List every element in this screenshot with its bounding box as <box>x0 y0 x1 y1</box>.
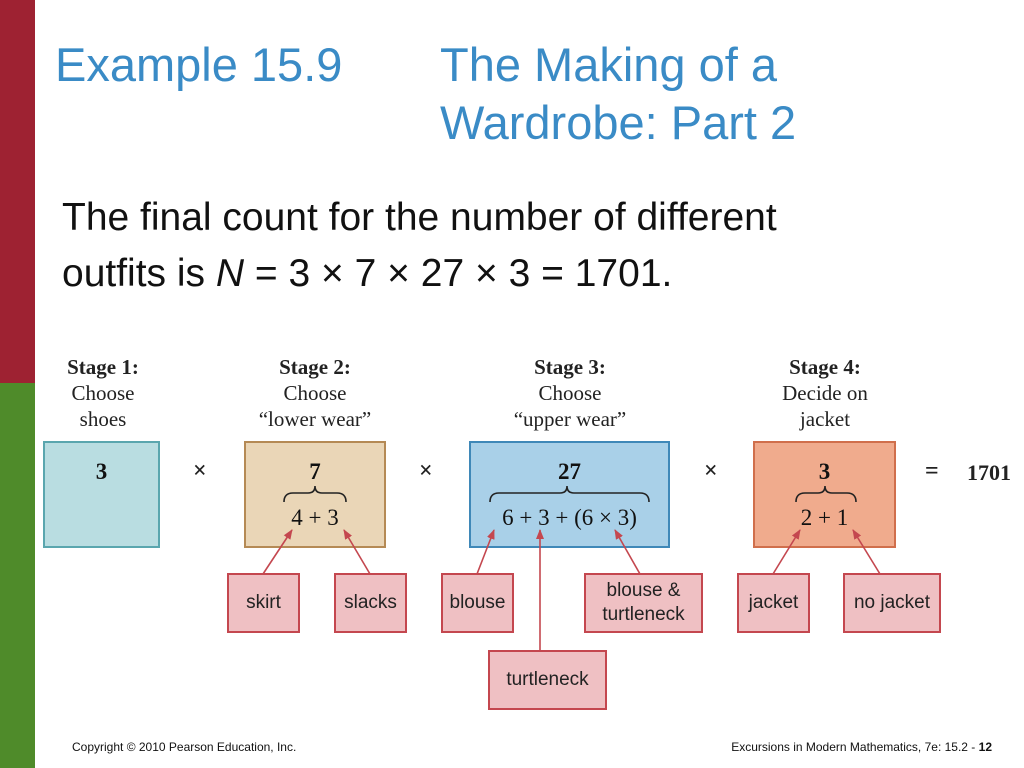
arrow-no-jacket <box>852 529 881 575</box>
stage-2-label: Stage 2: Choose “lower wear” <box>235 354 395 432</box>
arrow-slacks <box>343 529 371 575</box>
stage-2-expr: 4 + 3 <box>291 505 339 530</box>
stage-1-value: 3 <box>95 459 108 484</box>
body-prefix: outfits is <box>62 252 216 295</box>
stage-2-line1: Choose <box>283 381 347 405</box>
stage-3-value: 27 <box>558 459 581 484</box>
slide-title-topic: The Making of a Wardrobe: Part 2 <box>440 36 920 152</box>
item-blouse: blouse <box>441 573 514 633</box>
stage-4-line1: Decide on <box>782 381 868 405</box>
stage-1-line2: shoes <box>79 407 127 431</box>
stage-4-heading: Stage 4: <box>789 355 861 379</box>
slide-title-example: Example 15.9 <box>55 38 343 91</box>
stage-3-line1: Choose <box>538 381 602 405</box>
item-skirt: skirt <box>227 573 300 633</box>
stage-2-line2: “lower wear” <box>258 407 372 431</box>
item-jacket: jacket <box>737 573 810 633</box>
equals-operator: = <box>925 458 939 484</box>
stage-4-label: Stage 4: Decide on jacket <box>755 354 895 432</box>
total-value: 1701 <box>967 460 1011 485</box>
item-slacks: slacks <box>334 573 407 633</box>
arrow-blouse-turtleneck <box>614 529 641 575</box>
side-bar-green <box>0 383 35 768</box>
item-blouse-turtleneck-line1: blouse & <box>606 580 681 601</box>
title-line-2: Wardrobe: Part 2 <box>440 96 797 149</box>
body-line-2: outfits is N = 3 × 7 × 27 × 3 = 1701. <box>62 246 962 302</box>
stage-3-label: Stage 3: Choose “upper wear” <box>480 354 660 432</box>
stage-3-line2: “upper wear” <box>513 407 627 431</box>
body-line-1: The final count for the number of differ… <box>62 196 777 239</box>
times-operator-1: × <box>193 458 207 484</box>
brace-stage-4 <box>795 485 857 503</box>
stage-4-value: 3 <box>818 459 831 484</box>
times-operator-3: × <box>704 458 718 484</box>
stage-3-expr: 6 + 3 + (6 × 3) <box>502 505 637 530</box>
stage-2-heading: Stage 2: <box>279 355 351 379</box>
stage-1-label: Stage 1: Choose shoes <box>48 354 158 432</box>
brace-stage-2 <box>283 485 347 503</box>
side-bar-red <box>0 0 35 383</box>
stage-2-box: 7 4 + 3 <box>244 441 386 548</box>
stage-1-line1: Choose <box>71 381 135 405</box>
footer-source-text: Excursions in Modern Mathematics, 7e: 15… <box>731 740 979 754</box>
brace-stage-3 <box>489 485 650 503</box>
stage-1-heading: Stage 1: <box>67 355 139 379</box>
stage-4-line2: jacket <box>799 407 851 431</box>
stage-2-value: 7 <box>309 459 321 484</box>
stage-1-box: 3 <box>43 441 160 548</box>
item-blouse-turtleneck-line2: turtleneck <box>602 604 685 625</box>
stage-4-box: 3 2 + 1 <box>753 441 896 548</box>
arrow-jacket <box>772 529 801 575</box>
footer-page-number: 12 <box>978 740 992 754</box>
variable-n: N <box>215 252 245 295</box>
item-no-jacket: no jacket <box>843 573 941 633</box>
footer-source: Excursions in Modern Mathematics, 7e: 15… <box>731 740 992 754</box>
arrow-skirt <box>262 529 293 575</box>
item-turtleneck: turtleneck <box>488 650 607 710</box>
stage-3-heading: Stage 3: <box>534 355 606 379</box>
footer-copyright: Copyright © 2010 Pearson Education, Inc. <box>72 740 297 754</box>
times-operator-2: × <box>419 458 433 484</box>
body-text: The final count for the number of differ… <box>62 190 962 302</box>
body-equation: = 3 × 7 × 27 × 3 = 1701. <box>244 252 673 295</box>
item-blouse-turtleneck: blouse & turtleneck <box>584 573 703 633</box>
stage-3-box: 27 6 + 3 + (6 × 3) <box>469 441 670 548</box>
stage-4-expr: 2 + 1 <box>800 505 849 530</box>
arrow-blouse <box>476 529 495 575</box>
title-line-1: The Making of a <box>440 38 778 91</box>
